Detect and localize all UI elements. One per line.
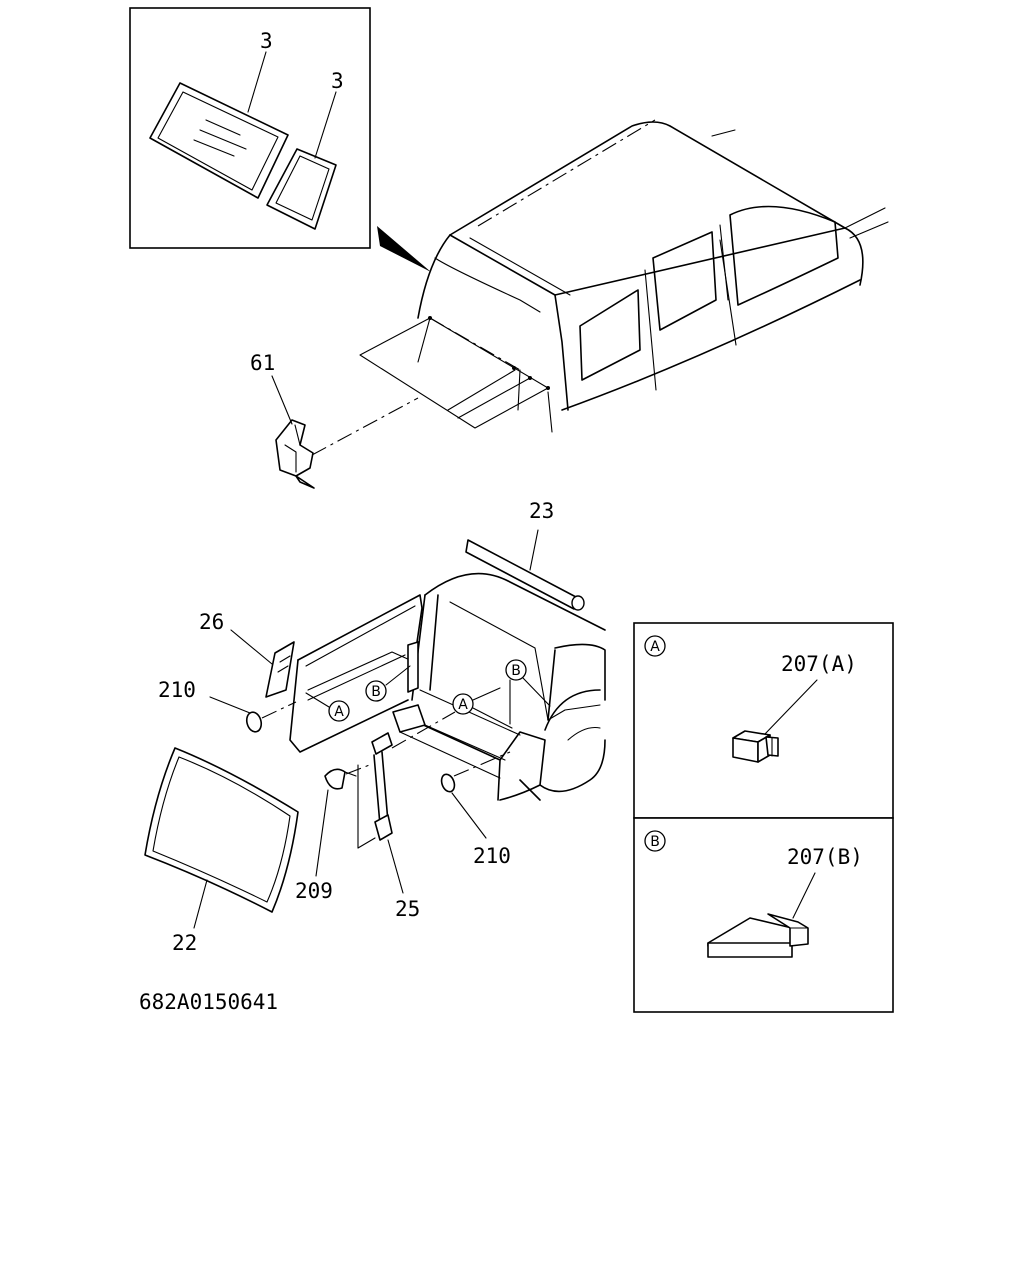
vehicle-upper [359, 119, 889, 433]
part-25-door-stay: 25 [345, 711, 456, 921]
callout-209: 209 [295, 879, 333, 903]
marker-b-body-text: B [511, 663, 521, 679]
marker-b-door [365, 680, 387, 702]
callout-23: 23 [529, 499, 554, 523]
detail-a-part-label: 207(A) [781, 652, 857, 676]
callout-26: 26 [199, 610, 224, 634]
marker-b-body [505, 659, 527, 681]
callout-3-small: 3 [331, 69, 344, 93]
detail-panel-b: B 207(B) [633, 817, 894, 1013]
part-210-right-cap: 210 [440, 751, 511, 868]
callout-22: 22 [172, 931, 197, 955]
part-61-hinge-bracket: 61 [250, 351, 419, 489]
callout-210-right: 210 [473, 844, 511, 868]
markers-on-vehicle: A B A B [305, 659, 551, 729]
detail-b-part-label: 207(B) [787, 845, 863, 869]
detail-panel-a: A 207(A) [633, 622, 894, 819]
marker-a-body [452, 693, 474, 715]
part-207a-clip [732, 730, 779, 763]
callout-210-left: 210 [158, 678, 196, 702]
marker-a-door [328, 700, 350, 722]
detail-a-marker: A [650, 639, 660, 655]
diagram-code: 682A0150641 [139, 990, 278, 1014]
callout-25: 25 [395, 897, 420, 921]
callout-61: 61 [250, 351, 275, 375]
inset-side-glass: 3 3 [129, 7, 371, 249]
part-22-door-glass: 22 [144, 747, 299, 955]
marker-a-door-text: A [334, 704, 344, 720]
detail-b-marker: B [650, 834, 660, 850]
part-210-left-cap: 210 [158, 678, 297, 733]
callout-3-large: 3 [260, 29, 273, 53]
inset-pointer [377, 226, 431, 272]
marker-b-door-text: B [371, 684, 381, 700]
part-209-clip: 209 [295, 768, 357, 903]
vehicle-lower: 23 26 [199, 499, 606, 801]
part-207b-clip [707, 913, 809, 958]
marker-a-body-text: A [458, 697, 468, 713]
